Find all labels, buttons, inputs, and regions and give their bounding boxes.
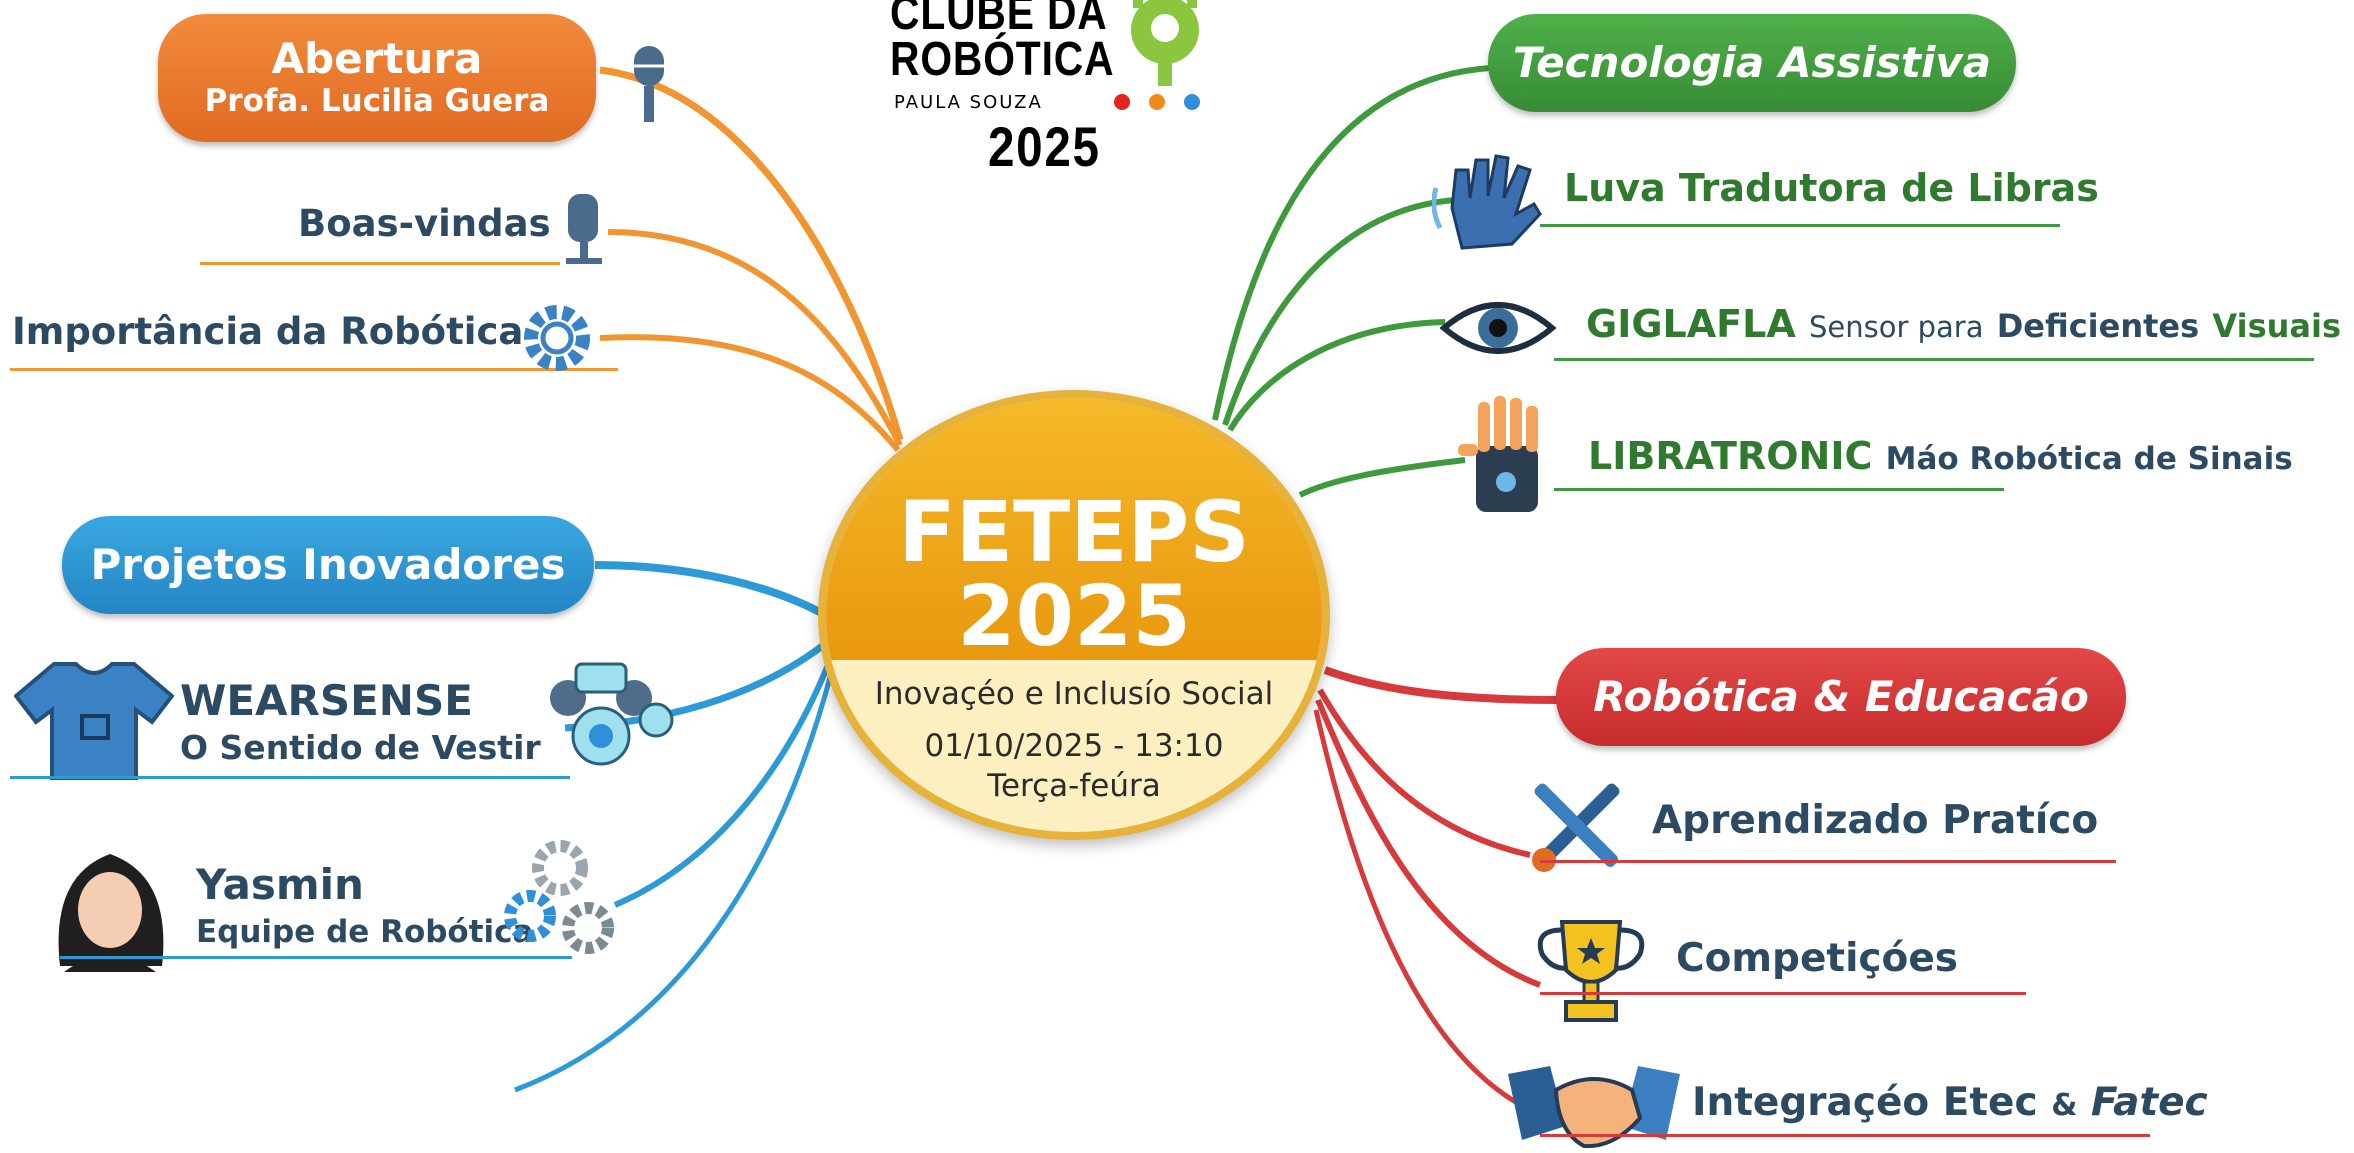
tecnologia-title: Tecnologia Assistiva (1512, 38, 1992, 87)
libratronic-label: LIBRATRONIC Máo Robótica de Sinais (1588, 434, 2293, 478)
boas-vindas-label: Boas-vindas (298, 202, 551, 245)
central-year: 2025 (957, 567, 1191, 665)
integracao-underline (1540, 1134, 2150, 1137)
handshake-icon (1508, 1066, 1680, 1149)
abertura-subtitle: Profa. Lucilia Guera (204, 83, 550, 119)
gears-icon (504, 840, 614, 954)
yasmin-subtitle: Equipe de Robótica (196, 914, 534, 950)
giglafla-normal: Sensor para (1808, 310, 1984, 344)
microphone-icon (566, 194, 602, 264)
wearsense-underline (10, 776, 570, 779)
trophy-icon (1537, 920, 1645, 1022)
robotica-node: Robótica & Educacáo (1556, 648, 2126, 746)
importancia-underline (10, 368, 618, 371)
yasmin-underline (60, 956, 572, 959)
tools-icon (1532, 783, 1620, 872)
robot-arm-icon (550, 662, 674, 766)
libratronic-normal: Máo Robótica de Sinais (1885, 441, 2293, 477)
wearsense-subtitle: O Sentido de Vestir (180, 728, 541, 767)
club-logo: CLUBE DA ROBÓTICA PAULA SOUZA 2025 (880, 0, 1240, 180)
yasmin-title: Yasmin (196, 860, 364, 909)
logo-dots (1114, 94, 1200, 110)
eye-icon (1440, 302, 1557, 354)
luva-underline (1540, 224, 2060, 227)
importancia-label: Importância da Robótica (12, 310, 524, 353)
giglafla-bold: GIGLAFLA (1586, 302, 1796, 346)
integracao-amp: & (2051, 1088, 2078, 1123)
integracao-text1: Integraçéo Etec (1692, 1080, 2038, 1125)
microphone-icon (634, 46, 664, 122)
projetos-node: Projetos Inovadores (62, 516, 594, 614)
boas-vindas-underline (200, 262, 560, 265)
giglafla-label: GIGLAFLA Sensor para Deficientes Visuais (1586, 302, 2341, 346)
giglafla-underline (1554, 358, 2314, 361)
abertura-node: Abertura Profa. Lucilia Guera (158, 14, 596, 142)
giglafla-bold2: Deficientes (1996, 307, 2200, 345)
competicoes-underline (1540, 992, 2026, 995)
giglafla-green: Visuais (2212, 307, 2341, 345)
logo-robot-icon (1131, 0, 1199, 86)
integracao-label: Integraçéo Etec & Fatec (1692, 1080, 2208, 1125)
central-datetime: 01/10/2025 - 13:10 (924, 728, 1224, 764)
aprendizado-underline (1540, 860, 2116, 863)
central-node: FETEPS 2025 Inovaçéo e Inclusío Social 0… (818, 390, 1330, 840)
avatar-icon (58, 854, 164, 972)
t-shirt-icon (14, 662, 174, 780)
central-top (826, 398, 1322, 660)
logo-line-3: PAULA SOUZA (894, 92, 1043, 113)
logo-year: 2025 (988, 115, 1101, 178)
central-weekday: Terça-feúra (987, 768, 1161, 804)
libratronic-bold: LIBRATRONIC (1588, 434, 1873, 478)
competicoes-label: Competiçóes (1676, 936, 1959, 981)
integracao-text2: Fatec (2090, 1080, 2208, 1125)
tecnologia-node: Tecnologia Assistiva (1488, 14, 2016, 112)
libratronic-underline (1554, 488, 2004, 491)
central-subtitle: Inovaçéo e Inclusío Social (874, 676, 1274, 712)
glove-icon (1432, 154, 1542, 250)
logo-line-1: CLUBE DA (890, 0, 1108, 40)
aprendizado-label: Aprendizado Pratíco (1652, 798, 2099, 843)
robot-hand-icon (1458, 396, 1538, 512)
abertura-title: Abertura (271, 34, 483, 83)
projetos-title: Projetos Inovadores (90, 540, 566, 589)
gear-icon (524, 305, 590, 371)
luva-label: Luva Tradutora de Libras (1564, 166, 2099, 210)
logo-line-2: ROBÓTICA (890, 33, 1115, 86)
robotica-title: Robótica & Educacáo (1593, 672, 2089, 721)
central-title: FETEPS (898, 483, 1250, 581)
wearsense-title: WEARSENSE (180, 676, 473, 725)
